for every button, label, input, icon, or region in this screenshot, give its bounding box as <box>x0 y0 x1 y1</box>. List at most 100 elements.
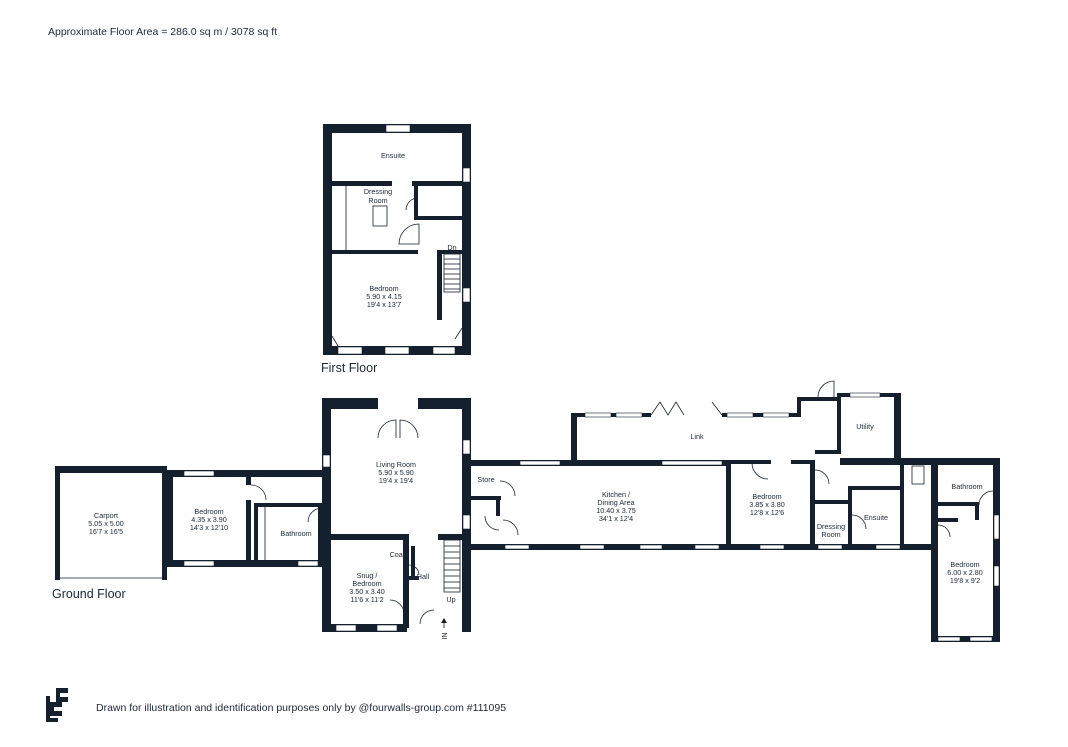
wall <box>462 124 471 355</box>
wall <box>471 460 729 466</box>
wall <box>938 502 978 506</box>
wall <box>797 397 801 417</box>
wall <box>167 560 327 567</box>
room-label-bedroom: Bedroom <box>752 492 781 501</box>
wall <box>797 397 837 401</box>
wall <box>414 186 418 220</box>
wall <box>162 466 167 580</box>
wall <box>55 466 60 580</box>
door-swing <box>398 223 420 245</box>
window <box>462 287 471 303</box>
room-dimensions-imperial: 12'8 x 12'6 <box>750 508 784 517</box>
room-label-dressing-room: Dressing <box>817 522 845 531</box>
door-swing <box>499 480 516 497</box>
wall <box>437 250 442 320</box>
wall <box>815 450 841 454</box>
window <box>297 560 319 567</box>
wall <box>931 636 1000 642</box>
room-label-coats: Coats <box>390 550 409 559</box>
room-label-living-room: Living Room <box>376 460 416 469</box>
window <box>337 346 363 355</box>
ground-floor-title: Ground Floor <box>52 587 126 601</box>
staircase <box>443 539 461 593</box>
window <box>385 124 411 133</box>
room-dimensions-metric: 3.85 x 3.80 <box>749 500 785 509</box>
door-swing <box>454 327 463 340</box>
window <box>817 544 843 550</box>
wall <box>322 398 378 409</box>
window <box>993 565 1000 587</box>
wall <box>848 486 903 490</box>
room-dimensions-metric: 5.05 x 5.00 <box>88 519 124 528</box>
door-swing <box>331 335 339 347</box>
room-label-kitchen: Dining Area <box>597 498 634 507</box>
bifold-door <box>711 401 723 416</box>
room-label-store: Store <box>477 475 494 484</box>
window <box>875 544 901 550</box>
wall <box>931 540 938 642</box>
door-swing <box>937 524 951 538</box>
room-dimensions-imperial: 11'6 x 11'2 <box>350 595 383 604</box>
room-label-hall: Hall <box>417 572 430 581</box>
room-label-link: Link <box>690 432 704 441</box>
window <box>462 514 471 530</box>
room-dimensions-metric: 5.90 x 4.15 <box>366 292 402 301</box>
window <box>462 167 471 183</box>
wall <box>975 502 979 520</box>
wall <box>55 466 167 473</box>
window <box>661 460 723 466</box>
room-label-dressing-room: Room <box>821 530 840 539</box>
door-swing <box>307 507 323 523</box>
room-label-snug: Bedroom <box>352 579 381 588</box>
arrow-up-icon <box>441 618 447 628</box>
door-swing <box>419 609 435 625</box>
first-floor-plan: Ensuite Dressing Room Dn Bedroom 5.90 x … <box>323 124 471 355</box>
window <box>384 346 410 355</box>
wall <box>571 413 577 460</box>
wall <box>437 250 462 254</box>
stairs-up-label: Up <box>446 595 455 604</box>
french-door-right <box>399 419 419 439</box>
door-swing <box>851 514 867 530</box>
wall <box>471 496 501 500</box>
door-swing <box>817 380 835 398</box>
room-dimensions-metric: 4.35 x 3.90 <box>191 515 227 524</box>
room-dimensions-imperial: 16'7 x 16'5 <box>89 527 123 536</box>
wall <box>993 458 1000 642</box>
room-label-carport: Carport <box>94 511 118 520</box>
ground-floor-plan: Carport 5.05 x 5.00 16'7 x 16'5 Bedroom … <box>55 380 1000 642</box>
wall <box>332 181 392 186</box>
fourwalls-logo <box>46 688 68 722</box>
wall <box>931 458 938 540</box>
window <box>519 460 561 466</box>
window <box>694 544 720 550</box>
door-swing <box>408 564 420 576</box>
window <box>584 412 612 418</box>
room-label-utility: Utility <box>856 422 874 431</box>
window <box>504 544 530 550</box>
room-label-ensuite: Ensuite <box>864 513 888 522</box>
window <box>849 392 881 398</box>
wall <box>331 624 407 632</box>
door-swing <box>389 599 405 615</box>
window <box>579 544 605 550</box>
wall <box>167 470 327 477</box>
wall <box>318 503 322 560</box>
room-label-bathroom: Bathroom <box>951 482 982 491</box>
wall <box>894 393 901 465</box>
room-label-bathroom: Bathroom <box>280 529 311 538</box>
window <box>762 412 790 418</box>
room-dimensions-metric: 6.00 x 2.80 <box>947 568 983 577</box>
window <box>183 560 215 567</box>
wall <box>254 503 322 507</box>
wall <box>726 460 731 546</box>
wall <box>938 518 958 522</box>
room-dimensions-metric: 3.50 x 3.40 <box>349 587 385 596</box>
room-dimensions-metric: 10.40 x 3.75 <box>596 506 636 515</box>
room-label-snug: Snug / <box>357 571 378 580</box>
room-label-dressing-room: Dressing <box>364 187 392 196</box>
french-door-left <box>377 419 397 439</box>
window <box>993 514 1000 540</box>
floor-area-heading: Approximate Floor Area = 286.0 sq m / 30… <box>48 26 277 38</box>
